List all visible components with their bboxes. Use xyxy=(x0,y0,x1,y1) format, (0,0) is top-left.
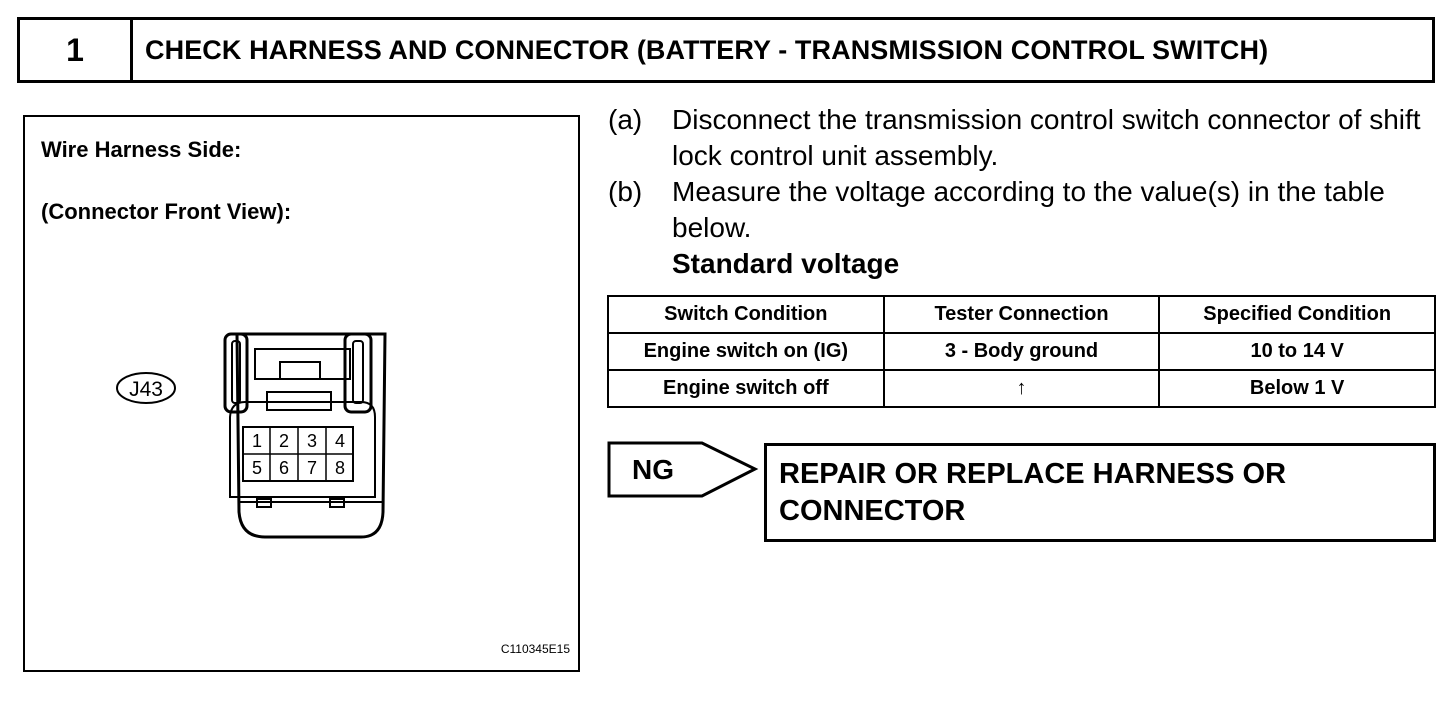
column-header: Specified Condition xyxy=(1158,295,1436,334)
top-lock xyxy=(254,348,351,380)
instruction-b: (b) Measure the voltage according to the… xyxy=(608,174,1438,246)
step-number: 1 xyxy=(20,20,133,80)
left-latch-slot xyxy=(231,340,241,404)
pin-8: 8 xyxy=(335,458,345,478)
connector-id-callout xyxy=(116,372,176,404)
figure-label-front-view: (Connector Front View): xyxy=(41,199,292,224)
connector-body xyxy=(235,332,387,539)
left-latch xyxy=(223,332,249,414)
table-row: Engine switch off ↑ Below 1 V xyxy=(607,369,1436,408)
table-row: Engine switch on (IG) 3 - Body ground 10… xyxy=(607,332,1436,371)
ng-label: NG xyxy=(632,454,674,485)
pin-3: 3 xyxy=(307,431,317,451)
instruction-letter: (b) xyxy=(608,176,643,207)
ng-action-line-2: CONNECTOR xyxy=(779,495,966,527)
ng-action-box: REPAIR OR REPLACE HARNESS OR CONNECTOR xyxy=(764,443,1436,542)
column-header: Switch Condition xyxy=(607,295,885,334)
figure-label-harness-side: Wire Harness Side: xyxy=(41,137,242,162)
instruction-list: (a) Disconnect the transmission control … xyxy=(608,102,1438,282)
pin-1: 1 xyxy=(252,431,262,451)
table-header-row: Switch Condition Tester Connection Speci… xyxy=(607,295,1436,334)
standard-voltage-label: Standard voltage xyxy=(672,248,900,279)
spec-table: Switch Condition Tester Connection Speci… xyxy=(607,295,1436,408)
bottom-foot-right xyxy=(329,498,345,508)
inner-key xyxy=(266,391,332,411)
table-cell: ↑ xyxy=(882,369,1161,408)
step-title: CHECK HARNESS AND CONNECTOR (BATTERY - T… xyxy=(145,34,1269,65)
table-cell: Engine switch off xyxy=(607,369,885,408)
pin-6: 6 xyxy=(279,458,289,478)
table-cell: 3 - Body ground xyxy=(882,332,1161,371)
instruction-letter: (a) xyxy=(608,104,643,135)
instruction-a: (a) Disconnect the transmission control … xyxy=(608,102,1438,174)
step-header: 1 CHECK HARNESS AND CONNECTOR (BATTERY -… xyxy=(17,17,1435,83)
connector-figure: Wire Harness Side: (Connector Front View… xyxy=(23,115,580,672)
pin-2: 2 xyxy=(279,431,289,451)
connector-drawing: J43 1 2 3 4 5 6 7 8 xyxy=(116,332,387,539)
table-cell: Engine switch on (IG) xyxy=(607,332,885,371)
pin-5: 5 xyxy=(252,458,262,478)
top-lock-tab xyxy=(279,361,321,380)
column-header: Tester Connection xyxy=(882,295,1161,334)
bottom-foot-left xyxy=(256,498,272,508)
ng-action-line-1: REPAIR OR REPLACE HARNESS OR xyxy=(779,458,1287,490)
inner-frame xyxy=(229,401,376,498)
table-cell: Below 1 V xyxy=(1158,369,1436,408)
pin-7: 7 xyxy=(307,458,317,478)
ng-arrow-icon xyxy=(607,441,759,498)
table-cell: 10 to 14 V xyxy=(1158,332,1436,371)
right-latch xyxy=(343,332,373,414)
figure-code: C110345E15 xyxy=(500,642,570,656)
right-latch-slot xyxy=(352,340,364,404)
instruction-text: Measure the voltage according to the val… xyxy=(672,176,1385,243)
instruction-text: Disconnect the transmission control swit… xyxy=(672,104,1421,171)
connector-id-label: J43 xyxy=(129,378,163,401)
pin-4: 4 xyxy=(335,431,345,451)
